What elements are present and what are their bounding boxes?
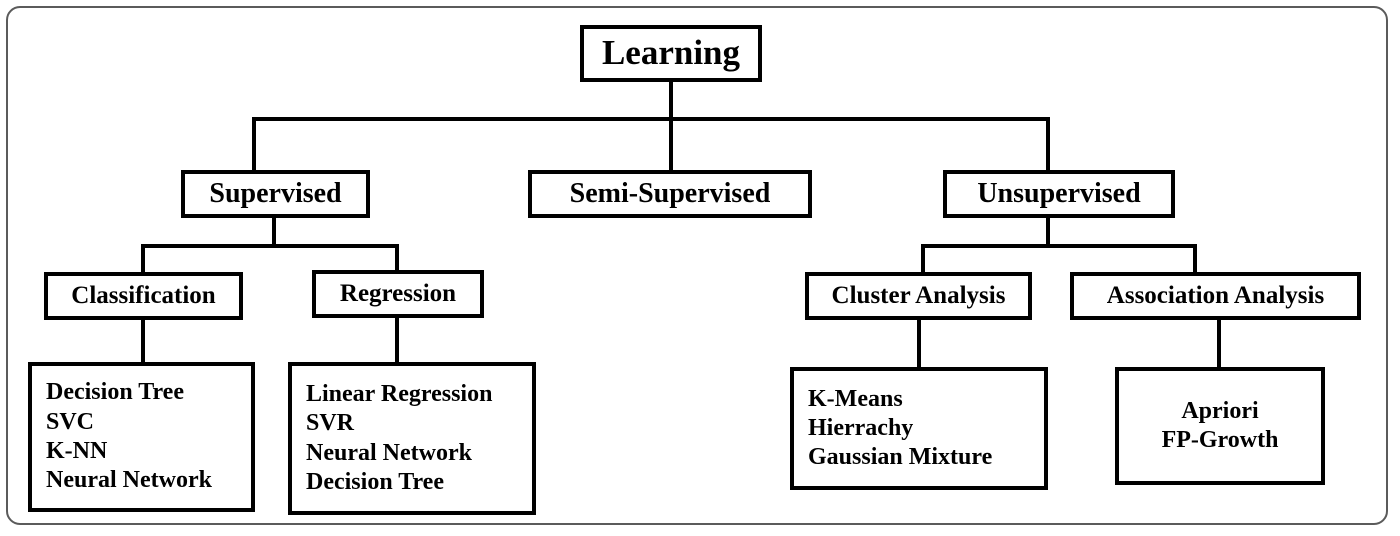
connector-unsupervised-bus	[921, 244, 1197, 248]
leaf-classification-methods[interactable]: Decision Tree SVC K-NN Neural Network	[28, 362, 255, 512]
list-item: Neural Network	[46, 467, 212, 494]
list-item: SVC	[46, 408, 95, 435]
connector-drop-unsupervised	[1046, 117, 1050, 172]
list-item: Apriori	[1181, 397, 1259, 424]
connector-drop-association-analysis	[1193, 244, 1197, 276]
list-item: K-Means	[808, 385, 903, 412]
node-regression-label: Regression	[339, 279, 457, 307]
node-regression[interactable]: Regression	[312, 270, 484, 318]
list-item: Decision Tree	[306, 468, 444, 495]
list-item: Hierrachy	[808, 414, 914, 441]
connector-unsupervised-stem	[1046, 218, 1050, 246]
connector-classification-to-leaf	[141, 318, 145, 366]
connector-drop-cluster-analysis	[921, 244, 925, 276]
node-semi-supervised-label: Semi-Supervised	[569, 178, 771, 210]
node-supervised-label: Supervised	[209, 178, 342, 210]
node-cluster-analysis-label: Cluster Analysis	[831, 281, 1006, 309]
connector-drop-regression	[395, 244, 399, 274]
connector-cluster-to-leaf	[917, 320, 921, 368]
node-cluster-analysis[interactable]: Cluster Analysis	[805, 272, 1032, 320]
list-item: Gaussian Mixture	[808, 444, 993, 471]
node-unsupervised-label: Unsupervised	[977, 178, 1141, 210]
node-learning[interactable]: Learning	[580, 25, 762, 82]
list-item: Linear Regression	[306, 380, 493, 407]
connector-drop-supervised	[252, 117, 256, 172]
node-supervised[interactable]: Supervised	[181, 170, 370, 218]
list-item: K-NN	[46, 438, 108, 464]
connector-supervised-bus	[141, 244, 399, 248]
connector-root-stem	[669, 80, 673, 120]
leaf-association-analysis-methods[interactable]: Apriori FP-Growth	[1115, 367, 1325, 485]
node-classification-label: Classification	[71, 281, 216, 309]
node-unsupervised[interactable]: Unsupervised	[943, 170, 1175, 218]
leaf-cluster-analysis-methods[interactable]: K-Means Hierrachy Gaussian Mixture	[790, 367, 1048, 490]
node-classification[interactable]: Classification	[44, 272, 243, 320]
list-item: FP-Growth	[1161, 427, 1279, 453]
node-association-analysis-label: Association Analysis	[1106, 281, 1325, 309]
connector-association-to-leaf	[1217, 320, 1221, 368]
connector-supervised-stem	[272, 218, 276, 246]
connector-regression-to-leaf	[395, 318, 399, 366]
node-semi-supervised[interactable]: Semi-Supervised	[528, 170, 812, 218]
list-item: Decision Tree	[46, 379, 184, 406]
connector-drop-classification	[141, 244, 145, 274]
list-item: Neural Network	[306, 439, 472, 466]
node-learning-label: Learning	[601, 33, 741, 73]
leaf-regression-methods[interactable]: Linear Regression SVR Neural Network Dec…	[288, 362, 536, 515]
list-item: SVR	[306, 410, 355, 437]
connector-drop-semi-supervised	[669, 117, 673, 172]
node-association-analysis[interactable]: Association Analysis	[1070, 272, 1361, 320]
connector-root-bus	[252, 117, 1050, 121]
